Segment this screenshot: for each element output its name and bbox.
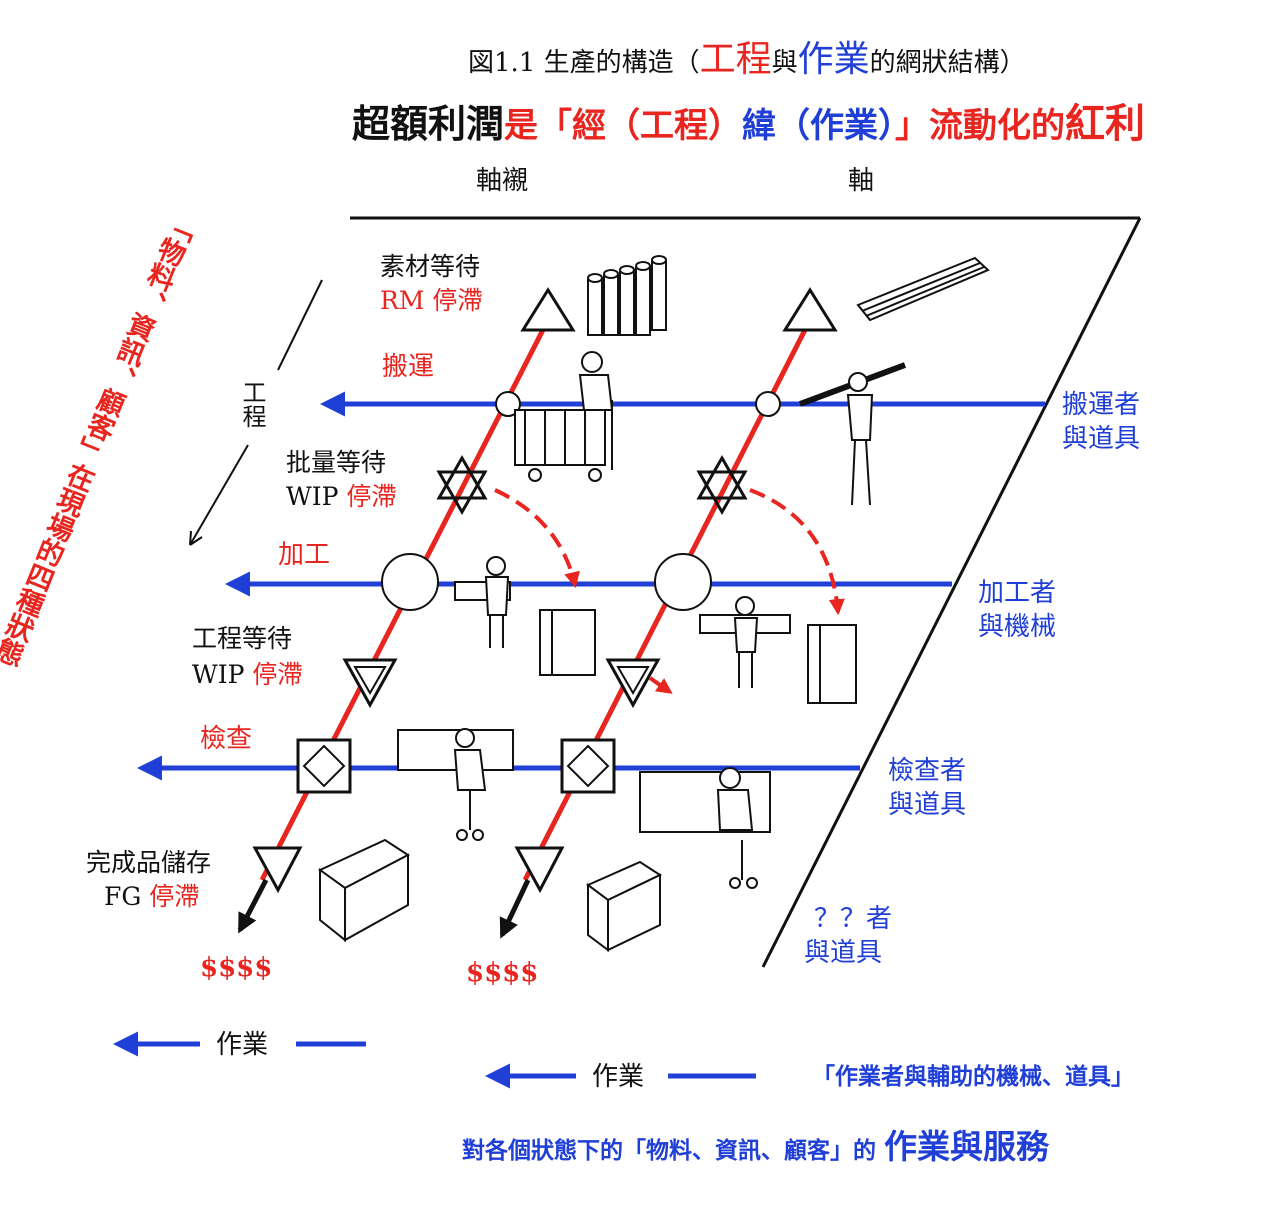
process-circle-left (381, 553, 439, 611)
subtitle-red2: 」流動化的 (895, 106, 1066, 146)
finished-goods-box-right-illustration (586, 860, 663, 952)
rm-triangle-right (782, 287, 838, 332)
frame (350, 216, 1142, 968)
transport-label: 搬運 (382, 352, 435, 382)
operator-at-machine-right-illustration (699, 596, 857, 704)
transport-circle-right (755, 391, 781, 417)
subtitle-blue1: 緯（作業） (742, 106, 896, 146)
title-prefix: 図1.1 生產的構造（ (468, 48, 700, 78)
worker-carrying-pipe-illustration (798, 362, 907, 506)
process-vertical-label: 工程 (238, 380, 266, 428)
axis-left-label: 軸襯 (476, 166, 529, 196)
unknown-operator-label-1: ？？者 (814, 904, 893, 934)
proc-wip-label: WIP (192, 660, 245, 689)
batch-wip-row: WIP 停滯 (286, 484, 396, 509)
summary-line: 對各個狀態下的「物料、資訊、顧客」的 作業與服務 (462, 1130, 1049, 1163)
summary-emphasis: 作業與服務 (884, 1127, 1050, 1166)
title-yu: 與 (771, 48, 798, 78)
subtitle-red3: 紅利 (1065, 100, 1146, 147)
unknown-operator-label-2: 與道具 (804, 938, 883, 968)
process-label: 加工 (278, 540, 331, 570)
operator-at-machine-left-illustration (454, 556, 596, 676)
bottom-operation-label-left: 作業 (216, 1030, 269, 1060)
proc-wait-label: 工程等待 (192, 624, 293, 653)
subtitle-red1: 是「經（工程） (504, 106, 743, 146)
wait-triangle-right (605, 658, 661, 709)
rm-stop-label: RM 停滯 (380, 286, 483, 315)
fg-triangle-right (514, 846, 565, 894)
wait-arrows (494, 488, 845, 694)
batch-wip-label: WIP (286, 482, 339, 511)
subtitle-black: 超額利潤 (352, 101, 505, 146)
fg-store-label: 完成品儲存 (86, 848, 212, 877)
batch-star-right (696, 454, 748, 516)
fg-row: FG 停滯 (104, 884, 199, 909)
fg-triangle-left (252, 846, 303, 894)
output-arrows (237, 878, 531, 939)
inspect-label: 檢查 (200, 724, 253, 754)
fg-stop-label: 停滯 (149, 882, 200, 911)
money-left: $$$$ (200, 953, 273, 983)
inspector-right-illustration (639, 767, 771, 889)
inspector-label-1: 檢查者 (888, 756, 967, 786)
summary-prefix: 對各個狀態下的「物料、資訊、顧客」的 (462, 1138, 876, 1164)
pipe-bundle-illustration (856, 256, 990, 322)
processor-label-1: 加工者 (978, 578, 1057, 608)
inspector-label-2: 與道具 (888, 790, 967, 820)
transporter-label-1: 搬運者 (1062, 390, 1141, 420)
processor-label-2: 與機械 (978, 612, 1057, 642)
inspect-square-left (296, 738, 352, 794)
batch-wait-label: 批量等待 (286, 448, 387, 477)
bottom-operation-label-right: 作業 (592, 1062, 645, 1092)
worker-with-cart-illustration (514, 351, 614, 482)
title-gongcheng: 工程 (699, 39, 772, 80)
raw-material-rolls-illustration (587, 255, 667, 336)
rm-triangle-left (520, 287, 576, 332)
process-direction-arrow (189, 279, 323, 546)
money-right: $$$$ (466, 958, 539, 988)
transporter-label-2: 與道具 (1062, 424, 1141, 454)
rm-wait-label: 素材等待 (380, 252, 481, 281)
wait-triangle-left (342, 658, 398, 709)
inspector-left-illustration (397, 728, 514, 841)
fg-label: FG (104, 882, 142, 911)
batch-stop-label: 停滯 (346, 482, 397, 511)
figure-subtitle: 超額利潤是「經（工程）緯（作業）」流動化的紅利 (352, 104, 1145, 144)
finished-goods-box-left-illustration (318, 838, 410, 943)
axis-right-label: 軸 (848, 166, 875, 196)
batch-star-left (436, 454, 488, 516)
title-zuoye: 作業 (797, 39, 870, 80)
bottom-operation-arrows (113, 1031, 756, 1089)
proc-stop-label: 停滯 (252, 660, 303, 689)
title-suffix: 的網狀結構） (869, 48, 1026, 78)
operators-and-tools-label: 「作業者與輔助的機械、道具」 (812, 1064, 1134, 1090)
inspect-square-right (560, 738, 616, 794)
process-circle-right (654, 553, 712, 611)
figure-title: 図1.1 生產的構造（工程與作業的網狀結構） (468, 42, 1026, 78)
proc-wip-row: WIP 停滯 (192, 662, 302, 687)
